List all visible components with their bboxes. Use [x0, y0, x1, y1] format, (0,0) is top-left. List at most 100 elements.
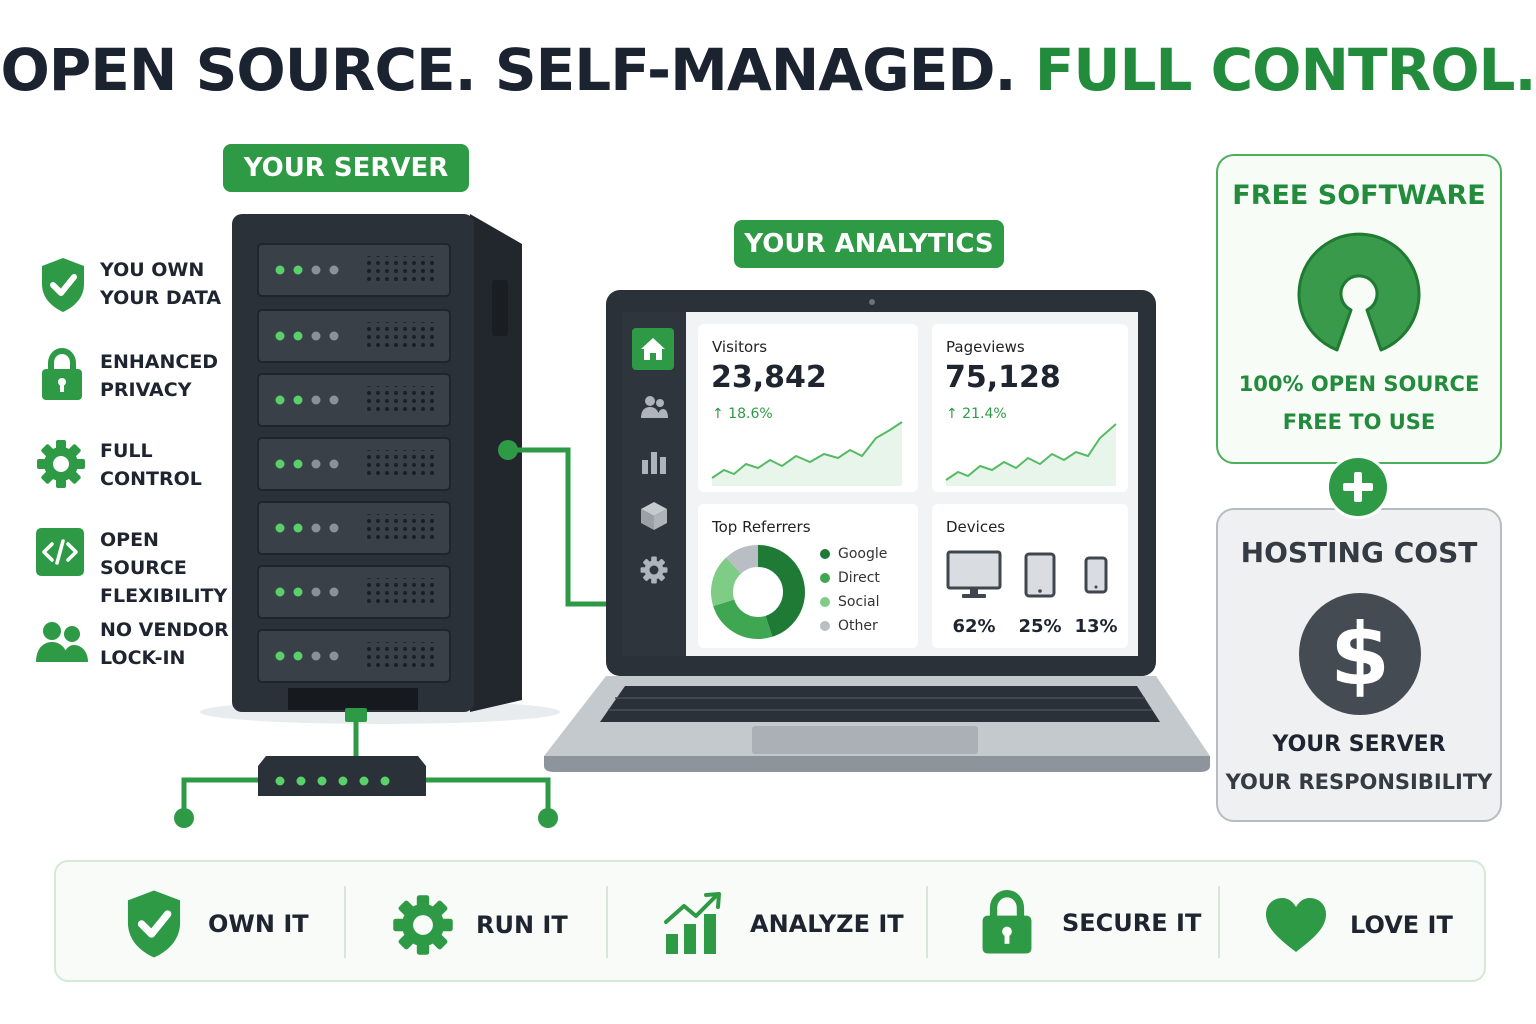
- server-label: YOUR SERVER: [223, 144, 469, 192]
- growth-chart-icon: [664, 892, 721, 954]
- hosting-cost-title: HOSTING COST: [1240, 536, 1478, 569]
- bottom-label: ANALYZE IT: [750, 910, 904, 938]
- feature-line1: YOU OWN: [100, 259, 205, 281]
- free-software-line2: FREE TO USE: [1282, 410, 1436, 434]
- dashboard-sidebar: [622, 312, 686, 656]
- device-pct-tablet: 25%: [1018, 616, 1062, 637]
- users-icon[interactable]: [639, 394, 669, 420]
- donut-slice-other: [711, 545, 805, 639]
- bottom-label: RUN IT: [476, 911, 568, 939]
- device-pct-desktop: 62%: [952, 616, 996, 637]
- legend-dot: [820, 597, 830, 607]
- feature-line1: ENHANCED: [100, 351, 219, 373]
- server-side-vent: [492, 280, 508, 336]
- divider: [926, 886, 928, 958]
- referrers-title: Top Referrers: [712, 518, 811, 536]
- feature-line1: FULL: [100, 440, 153, 462]
- sidebar-item-home[interactable]: [632, 328, 674, 370]
- bottom-item-love: LOVE IT: [1264, 896, 1453, 954]
- legend-item-google: Google: [820, 542, 887, 566]
- phone-icon: [1084, 556, 1108, 594]
- legend-dot: [820, 549, 830, 559]
- code-icon: [36, 528, 84, 576]
- dollar-icon: $: [1299, 593, 1421, 715]
- pageviews-title: Pageviews: [946, 338, 1025, 356]
- gear-icon[interactable]: [640, 556, 668, 584]
- plus-connector: [1326, 455, 1390, 519]
- referrers-card[interactable]: Top Referrers Google Direct Social Other: [698, 504, 918, 648]
- donut-slice-direct: [711, 545, 805, 639]
- hosting-line2: YOUR RESPONSIBILITY: [1225, 770, 1493, 794]
- pageviews-card[interactable]: Pageviews 75,128 ↑ 21.4%: [932, 324, 1128, 492]
- bottom-bar: OWN IT RUN IT ANALYZE IT: [54, 860, 1486, 982]
- donut-slice-social: [711, 545, 805, 639]
- plus-icon: [1343, 472, 1373, 502]
- headline-part2: FULL CONTROL.: [1034, 36, 1536, 104]
- network-switch: [258, 756, 426, 796]
- hosting-cost-panel: HOSTING COST $ YOUR SERVER YOUR RESPONSI…: [1216, 508, 1502, 822]
- switch-cable-right: [426, 777, 551, 818]
- bottom-label: LOVE IT: [1350, 911, 1453, 939]
- feature-line2: CONTROL: [100, 468, 202, 490]
- gear-icon: [37, 440, 85, 488]
- pageviews-delta: ↑ 21.4%: [946, 406, 1007, 422]
- referrers-legend: Google Direct Social Other: [820, 542, 887, 638]
- device-pct-phone: 13%: [1074, 616, 1118, 637]
- pageviews-sparkline: [945, 423, 1117, 486]
- bottom-item-analyze: ANALYZE IT: [664, 892, 904, 956]
- visitors-delta: ↑ 18.6%: [712, 406, 773, 422]
- feature-line1: OPEN SOURCE: [100, 529, 187, 579]
- bottom-item-secure: SECURE IT: [980, 890, 1201, 956]
- shield-check-icon: [127, 890, 181, 958]
- home-icon: [641, 338, 665, 360]
- cable-plug: [345, 708, 367, 722]
- legend-label: Google: [838, 546, 888, 562]
- padlock-icon: [982, 890, 1032, 954]
- legend-dot: [820, 621, 830, 631]
- server-laptop-cable: [508, 447, 606, 607]
- cable-node: [174, 808, 194, 828]
- server-slots: [257, 243, 451, 683]
- pageviews-value: 75,128: [945, 360, 1061, 395]
- referrers-donut: [711, 545, 805, 639]
- legend-label: Other: [838, 618, 878, 634]
- free-software-title: FREE SOFTWARE: [1232, 180, 1486, 211]
- divider: [344, 886, 346, 958]
- headline-part1: OPEN SOURCE. SELF-MANAGED.: [0, 36, 1016, 104]
- hosting-line1: YOUR SERVER: [1272, 732, 1446, 757]
- server-side-panel: [470, 214, 522, 712]
- open-source-logo: [1297, 232, 1421, 352]
- bottom-item-run: RUN IT: [392, 894, 568, 956]
- legend-label: Direct: [838, 570, 880, 586]
- headline: OPEN SOURCE. SELF-MANAGED. FULL CONTROL.: [0, 36, 1536, 104]
- visitors-sparkline: [711, 421, 903, 486]
- visitors-card[interactable]: Visitors 23,842 ↑ 18.6%: [698, 324, 918, 492]
- analytics-label: YOUR ANALYTICS: [734, 220, 1004, 268]
- users-icon: [36, 622, 88, 662]
- tablet-icon: [1024, 552, 1056, 598]
- switch-cable-left: [181, 777, 258, 818]
- gear-icon: [393, 895, 453, 955]
- free-software-panel: FREE SOFTWARE 100% OPEN SOURCE FREE TO U…: [1216, 154, 1502, 464]
- visitors-value: 23,842: [711, 360, 827, 395]
- feature-line2: YOUR DATA: [100, 287, 222, 309]
- padlock-icon: [42, 348, 82, 400]
- legend-label: Social: [838, 594, 880, 610]
- server-base: [288, 688, 418, 710]
- free-software-line1: 100% OPEN SOURCE: [1238, 372, 1480, 396]
- bar-chart-icon[interactable]: [640, 448, 668, 476]
- bottom-label: SECURE IT: [1062, 909, 1202, 937]
- cube-icon[interactable]: [639, 500, 669, 532]
- legend-item-other: Other: [820, 614, 887, 638]
- bottom-label: OWN IT: [208, 910, 309, 938]
- feature-line1: NO VENDOR: [100, 619, 229, 641]
- legend-item-direct: Direct: [820, 566, 887, 590]
- cable-node: [538, 808, 558, 828]
- devices-card[interactable]: Devices 62% 25% 13%: [932, 504, 1128, 648]
- devices-title: Devices: [946, 518, 1006, 536]
- visitors-title: Visitors: [712, 338, 768, 356]
- legend-dot: [820, 573, 830, 583]
- bottom-item-own: OWN IT: [122, 888, 309, 960]
- heart-icon: [1266, 898, 1326, 952]
- legend-item-social: Social: [820, 590, 887, 614]
